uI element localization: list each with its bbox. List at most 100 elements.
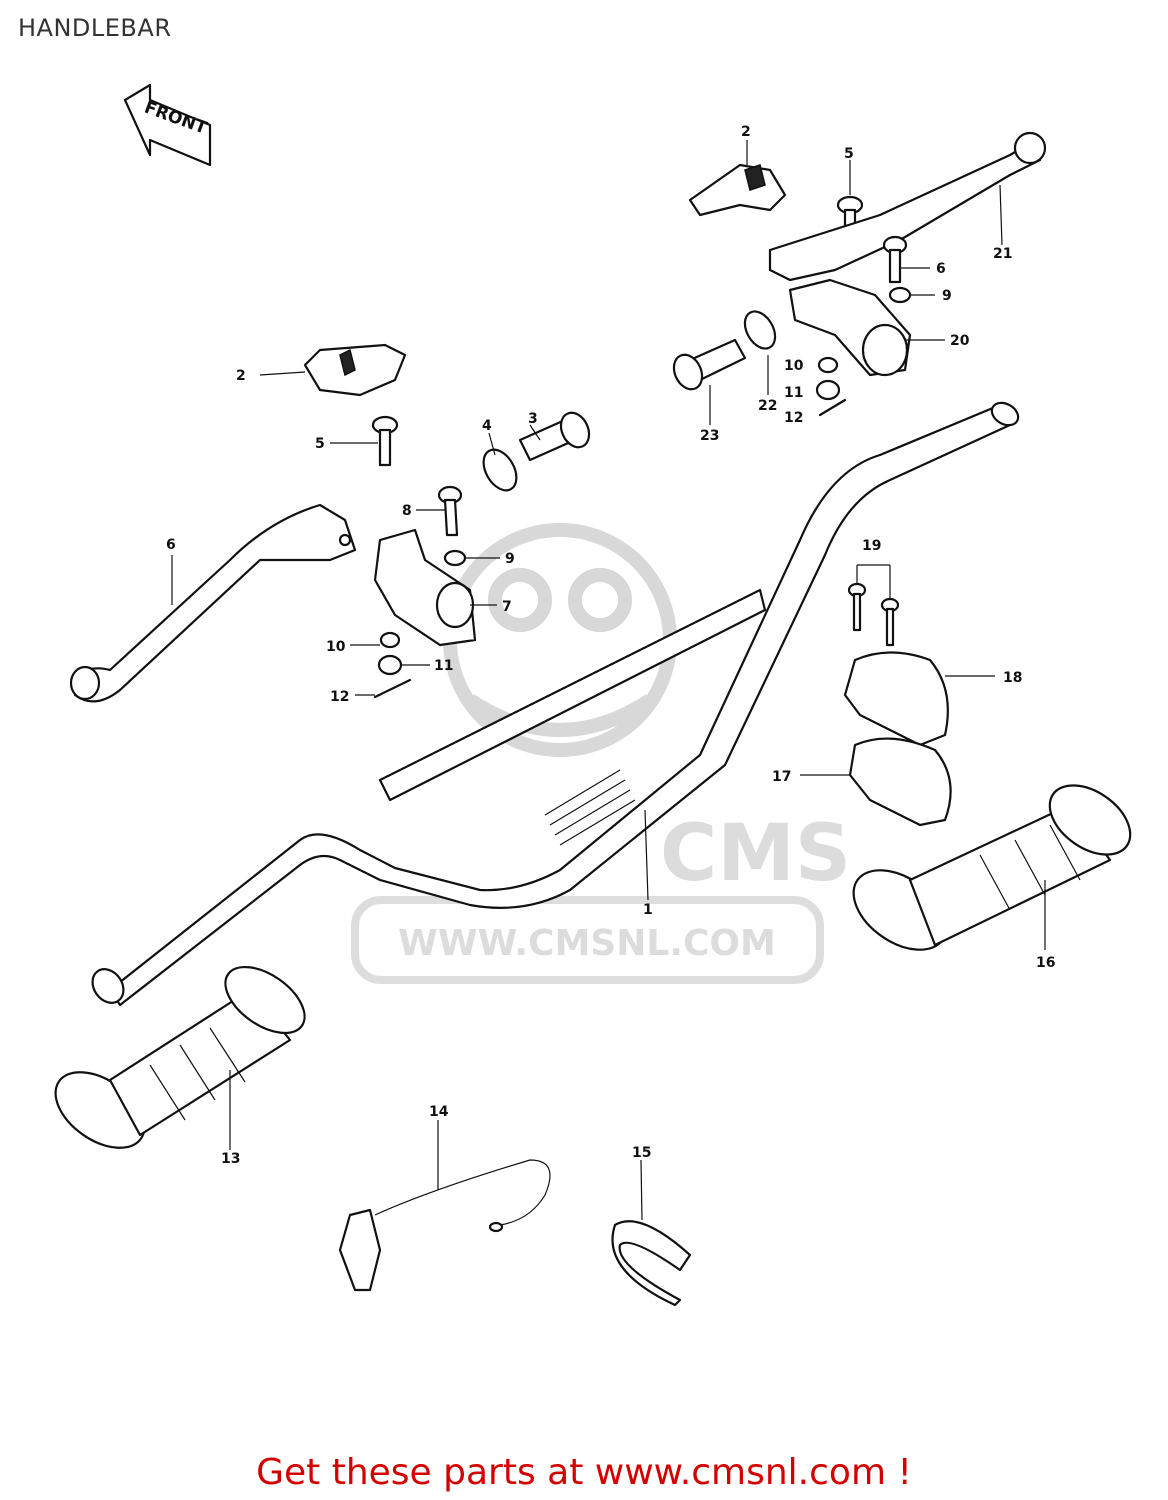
get-parts-link[interactable]: Get these parts at www.cmsnl.com ! [256,1452,912,1493]
right-locknut-part-22 [743,310,777,350]
nut-part-11 [377,654,403,676]
locknut-part-4 [482,448,518,492]
right-grip-body [908,803,1112,947]
left-switch-part-2 [303,343,407,397]
kill-switch-body [338,1208,382,1292]
screw-19-b-shank [885,607,895,647]
throttle-housing-upper [843,651,949,747]
bolt-5-shank [378,428,392,467]
front-arrow-shape [123,83,212,167]
left-grip-ribs [149,1027,246,1121]
locknut-22 [743,310,777,350]
locknut-4 [482,448,518,492]
right-nut-9 [888,286,912,304]
right-pin-part-12 [818,398,847,417]
kill-switch-connector [488,1221,504,1233]
handlebar-right-end [990,401,1020,427]
callout-6: 6 [166,537,176,553]
right-lever-shape [768,138,1042,282]
callout-1: 1 [643,902,653,918]
left-grip-body [108,988,292,1137]
callout-12-left: 12 [330,689,349,705]
bolt-6-shank [888,248,902,284]
callout-21: 21 [993,246,1012,262]
callout-23: 23 [700,428,719,444]
cms-watermark: CMS WWW.CMSNL.COM [351,523,851,984]
callout-7: 7 [502,599,512,615]
callout-10-left: 10 [326,639,346,655]
callout-22: 22 [758,398,777,414]
left-bracket-part-7 [373,528,477,647]
left-lever-ball [69,665,101,701]
left-lever-pivot [338,533,352,547]
handlebar-left-end [91,968,125,1004]
callout-12-right: 12 [784,410,803,426]
left-bolt-part-5 [371,415,399,467]
callout-9-right: 9 [942,288,952,304]
right-washer-part-10 [817,356,839,374]
watermark-logo-eye-right [568,568,632,632]
callout-18: 18 [1003,670,1022,686]
right-bolt-part-6 [882,235,908,284]
handlebar-knurl [544,769,636,846]
left-lever-shape [73,503,357,703]
left-lever-part-6 [69,503,357,703]
right-bracket-part-20 [788,278,912,377]
right-grip-ribs [979,824,1081,911]
kill-switch-wire [374,1159,551,1226]
watermark-url-text: WWW.CMSNL.COM [398,923,776,964]
right-switch-body [688,163,787,217]
callout-15: 15 [632,1145,651,1161]
right-lever-ball [1013,131,1047,165]
callout-9-left: 9 [505,551,515,567]
throttle-housing-lower-part-17 [848,737,952,827]
callout-20: 20 [950,333,970,349]
callout-2-left: 2 [236,368,246,384]
right-lever-part-21 [768,131,1047,282]
bolt-part-8 [437,485,463,537]
throttle-housing-lower [848,737,952,827]
adjuster-3-head [559,411,591,449]
right-grip-flange-outer [1048,784,1132,856]
washer-part-10 [379,631,401,649]
callout-8: 8 [402,503,412,519]
handlebar-part-1 [91,401,1020,1007]
left-grip-flange-inner [224,965,306,1035]
watermark-logo-eye-left [488,568,552,632]
throttle-housing-upper-part-18 [843,651,949,747]
right-switch-part-2 [688,163,787,217]
kill-switch-part-14 [338,1159,551,1292]
nut-9 [443,549,467,567]
callout-11-right: 11 [784,385,803,401]
callout-2-right: 2 [741,124,751,140]
pin-part-12 [373,678,412,699]
watermark-logo-ring [443,523,677,757]
pin-12 [373,678,412,699]
right-nut-part-9 [888,286,912,304]
callout-16: 16 [1036,955,1055,971]
wire-clamp-part-15 [611,1220,692,1307]
right-nut-part-11 [815,379,841,401]
washer-10 [379,631,401,649]
right-switch-detail [744,164,766,191]
callout-3: 3 [528,411,538,427]
right-washer-10 [817,356,839,374]
callout-17: 17 [772,769,791,785]
screws-part-19 [847,582,900,647]
callout-10-right: 10 [784,358,804,374]
bolt-8-shank [443,498,459,537]
handlebar-crossbar [378,588,767,802]
right-pin-12 [818,398,847,417]
front-arrow: FRONT [123,83,212,167]
left-bracket-clamp [435,581,475,629]
page-title: HANDLEBAR [18,14,172,42]
callout-13: 13 [221,1151,240,1167]
leader-lines [171,140,1046,1221]
callout-6-right: 6 [936,261,946,277]
callout-14: 14 [429,1104,449,1120]
callout-5-left: 5 [315,436,325,452]
watermark-url-box [351,896,824,984]
watermark-logo-text: CMS [660,809,851,899]
watermark-logo-mouth [466,694,654,737]
